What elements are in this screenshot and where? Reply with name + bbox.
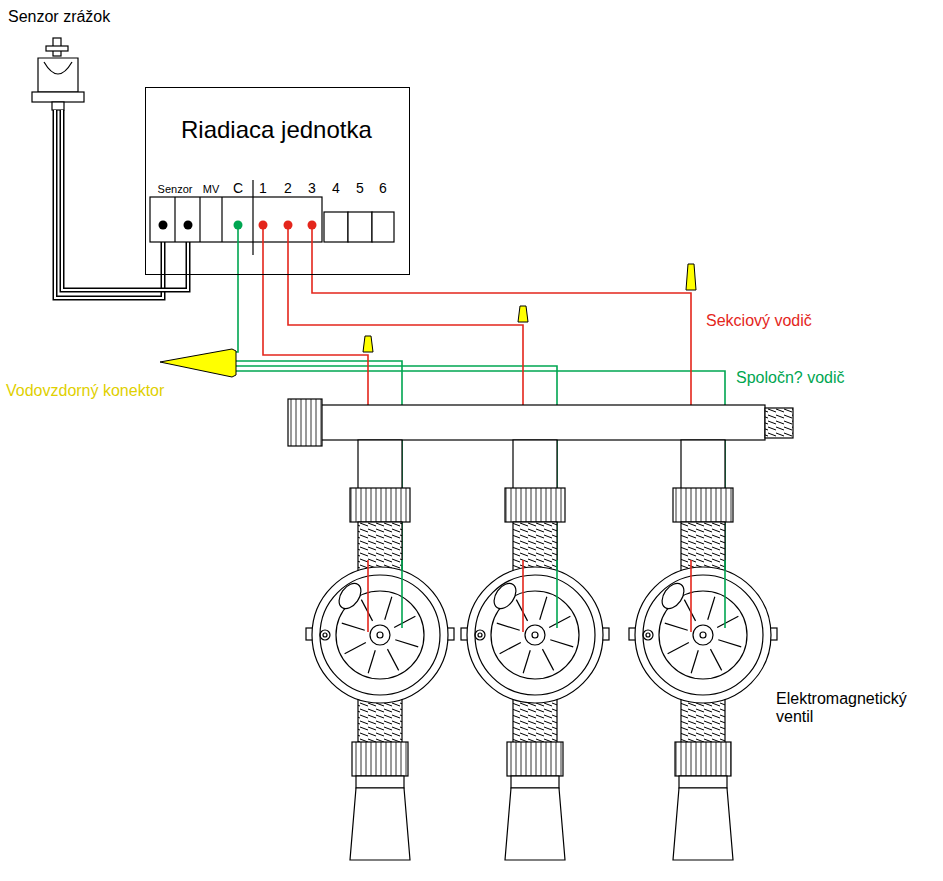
solenoid-valves (306, 440, 777, 860)
terminal-strip (150, 180, 394, 255)
valve-wire (522, 560, 524, 632)
valve-wire (401, 560, 403, 628)
wire-connector (160, 264, 696, 377)
solenoid-valve (629, 440, 777, 860)
terminal-label: 5 (356, 180, 364, 196)
rain-sensor (32, 38, 84, 110)
valve-wire (724, 560, 726, 628)
terminal-label: MV (203, 183, 220, 196)
unit-title: Riadiaca jednotka (146, 88, 409, 144)
terminal-label: 3 (308, 180, 316, 196)
solenoid-valve (461, 440, 609, 860)
terminal-label: 4 (332, 180, 340, 196)
terminal-label: 6 (379, 180, 387, 196)
connector-label: Vodovzdorný konektor (6, 382, 164, 400)
valve-label: Elektromagnetický ventil (776, 690, 936, 727)
terminal-label: 2 (284, 180, 292, 196)
terminal-label: Senzor (158, 183, 193, 196)
valve-wire (367, 560, 369, 632)
wire-label: Sekciový vodič (706, 312, 812, 330)
terminal-label: 1 (259, 180, 267, 196)
terminal-label: C (233, 180, 243, 196)
solenoid-valve (306, 440, 454, 860)
valve-wire (690, 560, 692, 632)
terminal-dot (159, 221, 317, 230)
control-unit-box: Riadiaca jednotka (145, 87, 410, 275)
sensor-label: Senzor zrážok (8, 8, 110, 26)
valve-wire (556, 560, 558, 628)
wire-label: Spoločn? vodič (736, 369, 845, 387)
manifold (288, 399, 793, 446)
